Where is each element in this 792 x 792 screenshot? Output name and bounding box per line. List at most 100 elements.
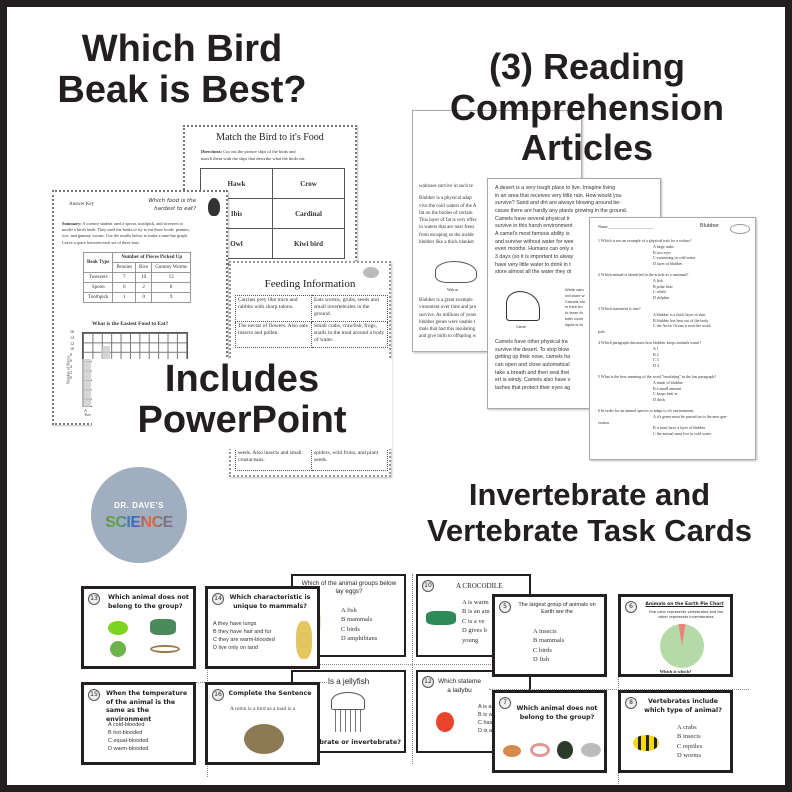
card-option: A crabs (677, 724, 697, 731)
text-line: in an area that receives very little rai… (495, 192, 622, 199)
answer-option[interactable]: B blubber lets heat out of the body (653, 317, 709, 323)
quiz-question: 2 Which animal is identified in the arti… (598, 272, 728, 301)
pie-chart-subtitle: One color represents vertebrates and the… (648, 610, 724, 619)
includes-powerpoint-heading: Includes PowerPoint (92, 358, 392, 449)
text-line: not store w (565, 292, 585, 298)
text-line: in their bo (565, 304, 583, 310)
cell: 13 (151, 272, 192, 283)
answer-option[interactable]: C 3 (653, 357, 659, 363)
text-line: survive in this harsh environment (495, 223, 573, 230)
answer-option[interactable]: B two eyes (653, 249, 671, 255)
card-option: A fish (341, 607, 357, 614)
heading-line: Includes (164, 358, 320, 400)
card-option: B is wa (478, 711, 496, 718)
article1-text: walruses survive in such te Blubber is a… (419, 183, 477, 246)
card-option: B insects (677, 733, 701, 741)
card-option: C birds (533, 646, 552, 654)
card-question: Vertebrates include which type of animal… (644, 698, 722, 714)
col-gummy-worms: Gummy Worms (151, 262, 192, 273)
name-field[interactable]: Name_______________________ (598, 224, 654, 229)
text-line: from escaping so the inside (419, 232, 474, 238)
answer-option[interactable]: D 4 (653, 363, 659, 369)
answer-option[interactable]: C the animal must live in cold water (653, 431, 712, 437)
toad-icon (244, 724, 284, 754)
graph-tick: 10 (70, 346, 74, 352)
feeding-table: Catches prey like mice and rabbits with … (235, 295, 388, 348)
answer-option[interactable]: D dolphin (653, 295, 670, 301)
card-question: Which animal does not belong to the grou… (516, 705, 598, 721)
answer-option[interactable]: C keeps heat in (653, 391, 678, 397)
snake-icon (150, 645, 180, 653)
product-cover: Which Bird Beak is Best? (3) Reading Com… (7, 7, 785, 785)
text-line: Camels have several physical tr (495, 215, 570, 222)
card-number: 6 (625, 601, 637, 613)
card-option: D fish (533, 656, 550, 664)
crab-icon (503, 745, 521, 757)
text-line: Blubber is a physical adap (419, 196, 472, 202)
text-line: While cam (565, 287, 584, 292)
jellyfish-icon (331, 692, 365, 710)
answer-option[interactable]: A made of blubber (653, 379, 683, 385)
text-line: mals that had this insulating (419, 327, 476, 332)
answer-option[interactable]: eration (598, 419, 610, 425)
answer-option[interactable]: C whale (653, 289, 667, 295)
bird-beak-heading: Which Bird Beak is Best? (47, 28, 317, 112)
text-line: survive? Sand and dirt are always blowin… (495, 200, 622, 207)
question-line: hardest to eat? (154, 205, 196, 212)
heading-line: PowerPoint (137, 399, 347, 442)
question-text: 2 Which animal is identified in the arti… (598, 271, 689, 277)
answer-key-question: Which food is the hardest to eat? (148, 198, 196, 214)
task-card-7: 7 Which animal does not belong to the gr… (492, 690, 607, 773)
text-line: ert is windy. Camels also have v (495, 377, 571, 384)
cut-line (618, 594, 619, 784)
text-line: take a breath and then seal thei (495, 369, 570, 376)
text-line: Camels have other physical tra (495, 339, 568, 345)
summary-line: model a bird's beak. They used the beaks… (62, 227, 190, 233)
beak-type-header: Beak Type (82, 252, 114, 273)
quiz-question: 6 In order for an animal species to adap… (598, 408, 728, 437)
text-line: Camels sto (565, 298, 586, 304)
card-question: When the temperature of the animal is th… (106, 690, 188, 723)
summary-line: A science student used a spoon, toothpic… (82, 221, 184, 226)
page-title: Match the Bird to it's Food (216, 132, 324, 143)
answer-option[interactable]: A it's genes must be passed on to the ne… (653, 413, 728, 419)
text-line: fat on the bodies of certain (419, 210, 473, 216)
heading-line: (3) Reading (488, 46, 685, 87)
text-line: 3 days (so it is important to alway (495, 254, 574, 261)
task-card-14: 14 Which characteristic is unique to mam… (205, 586, 320, 669)
card-option: D is an (478, 727, 496, 734)
graph-tick: 4 (70, 363, 72, 369)
answer-option[interactable]: B 2 (653, 351, 659, 357)
answer-option[interactable]: D layer of blubber (653, 261, 683, 267)
answer-option[interactable]: pole (598, 329, 605, 335)
turtle-icon (108, 621, 128, 635)
answer-option[interactable]: B a small amount (653, 385, 682, 391)
answer-option[interactable]: A fish (653, 277, 663, 283)
card-number: 13 (88, 593, 100, 605)
answer-option[interactable]: D thick (653, 397, 665, 403)
answer-option[interactable]: C the Arctic Ocean is near the south (653, 323, 711, 329)
answer-option[interactable]: A large tusks (653, 243, 674, 249)
question-text: 5 What is the best meaning of the word "… (598, 373, 717, 379)
card-option: A is warm (462, 599, 489, 606)
answer-option[interactable]: B polar bear (653, 283, 673, 289)
answer-option[interactable]: A blubber is a thick layer of skin (653, 311, 706, 317)
feeding-cell: Small crabs, crawfish, frogs, snails in … (311, 321, 388, 348)
answer-option[interactable]: B it must have a layer of blubber (653, 425, 706, 431)
text-line: walruses survive in such te (419, 184, 473, 189)
camel-caption: Camel (516, 325, 527, 329)
bee-icon (633, 735, 659, 751)
card-option: A insects (533, 628, 557, 635)
task-card-15: 15 When the temperature of the animal is… (81, 682, 196, 765)
card-option: D gives b (462, 627, 487, 635)
heading-line: Beak is Best? (57, 69, 307, 112)
x-label-line: Twe (84, 412, 91, 418)
answer-option[interactable]: A 1 (653, 345, 659, 351)
answer-option[interactable]: C swimming in cold water (653, 255, 696, 261)
summary-label: Summary: (62, 221, 82, 226)
